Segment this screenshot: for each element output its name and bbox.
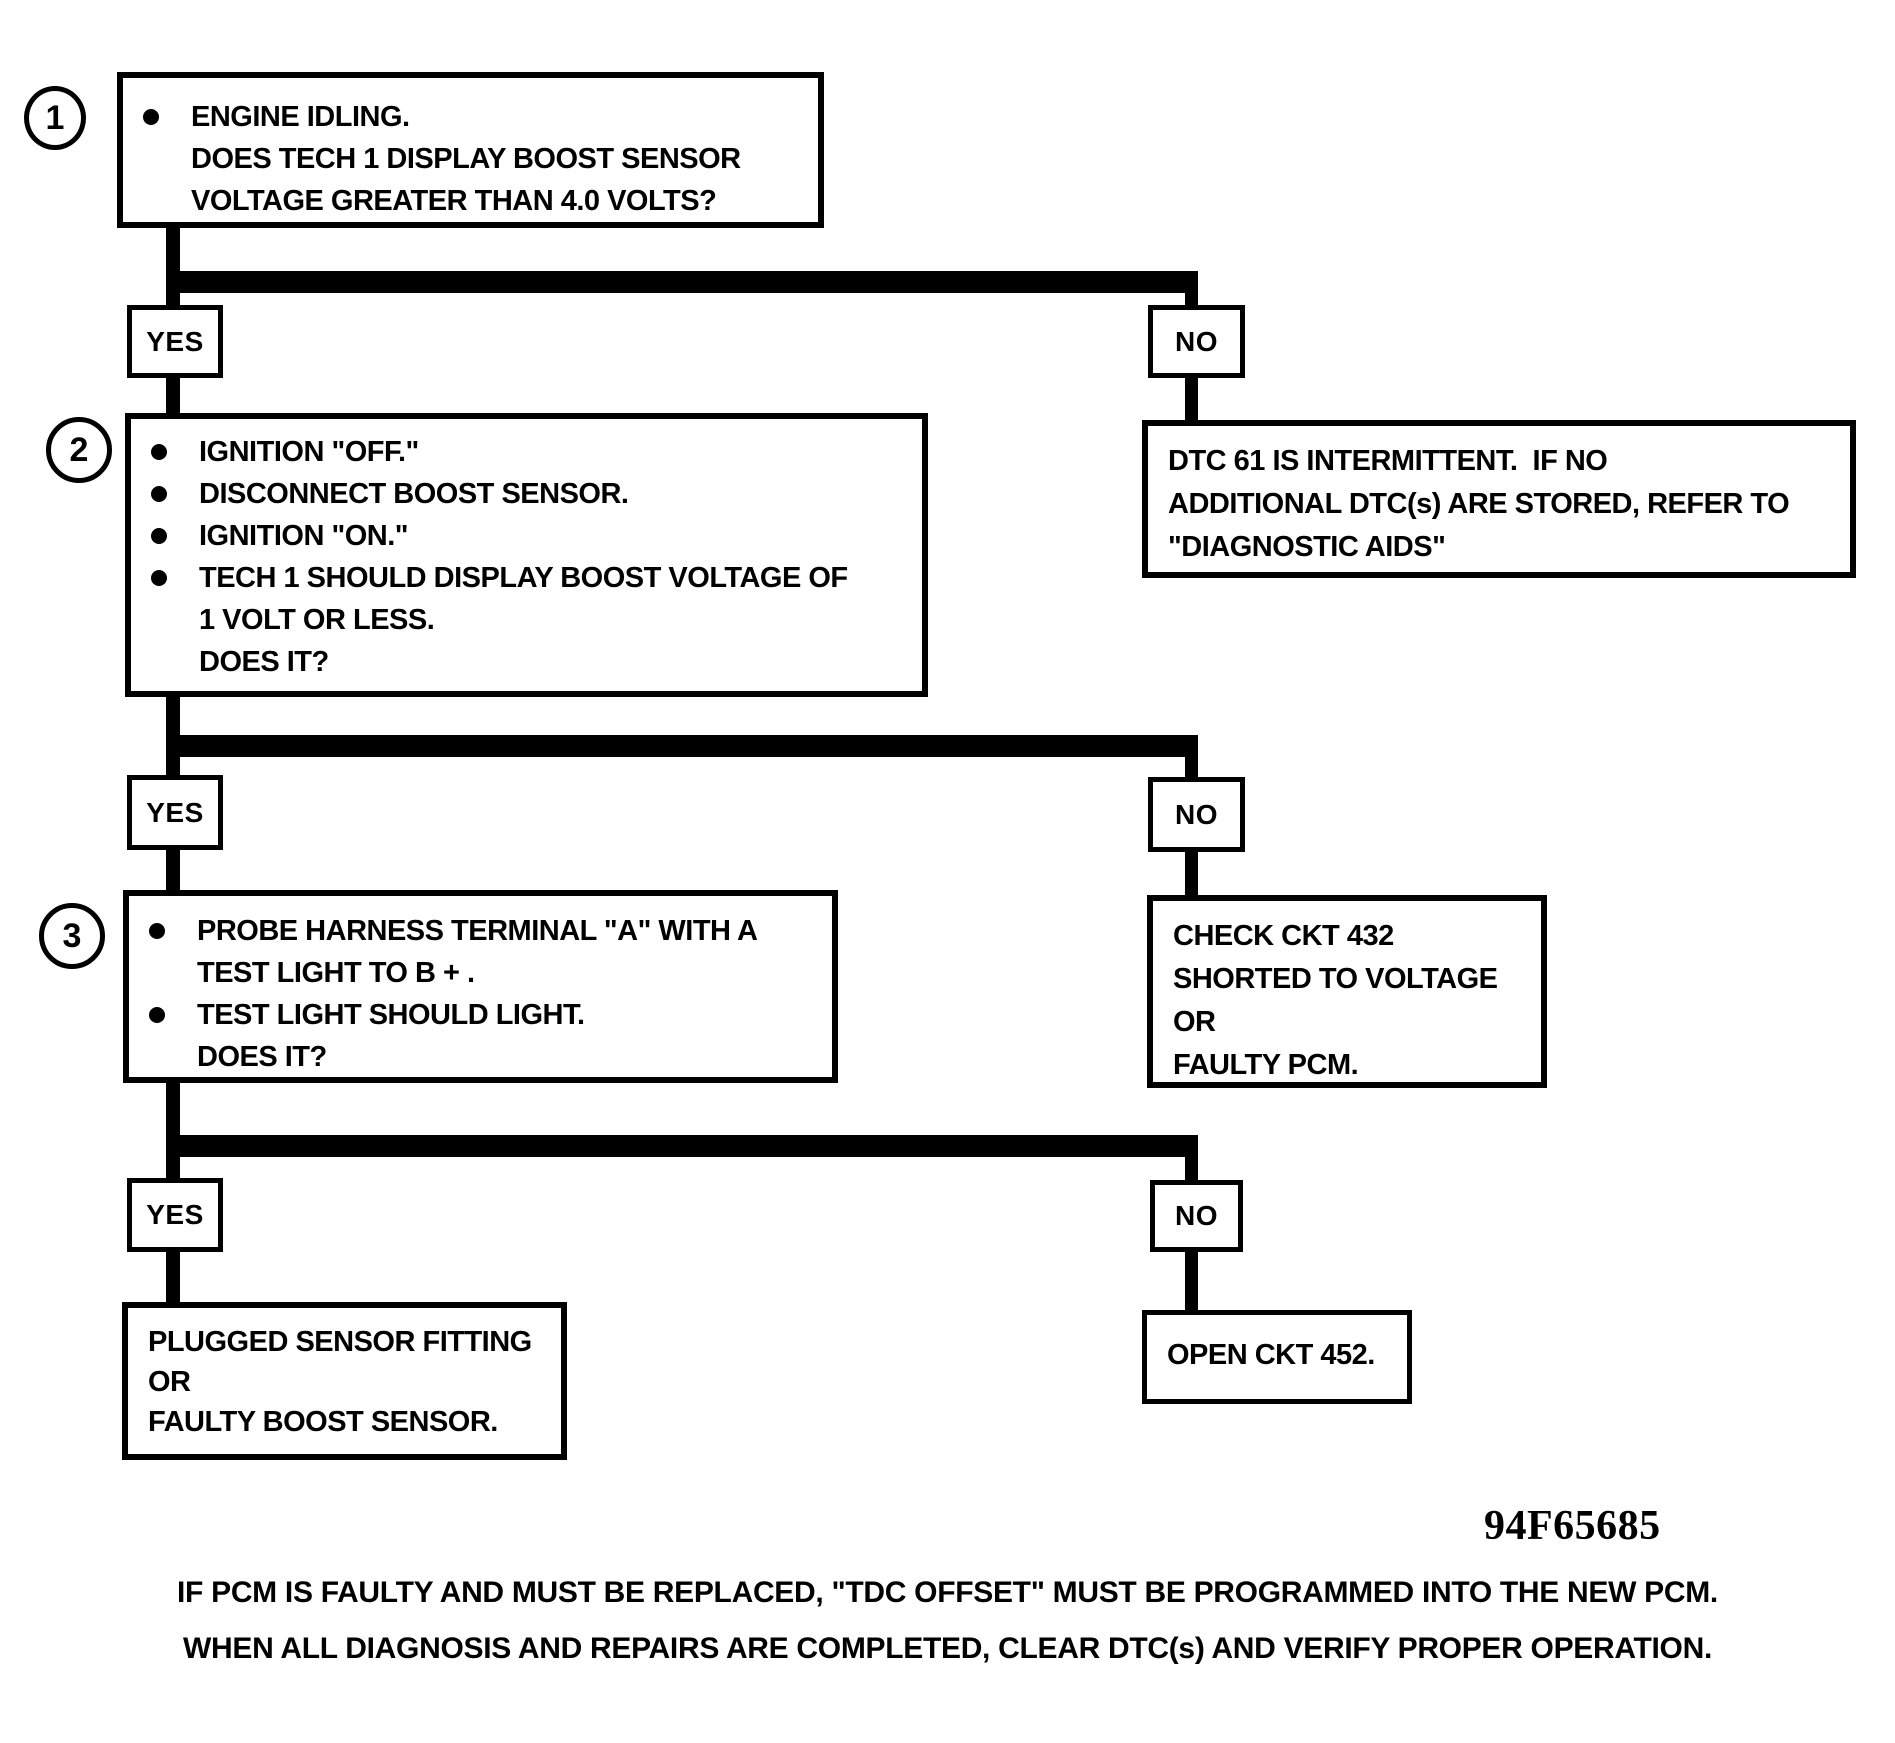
step-2-number: 2: [69, 430, 89, 469]
yes-box-1: YES: [127, 305, 223, 378]
result-box-dtc-intermittent: DTC 61 IS INTERMITTENT. IF NO ADDITIONAL…: [1142, 420, 1856, 578]
step-1-line: ENGINE IDLING.: [123, 96, 818, 138]
bullet-icon: [143, 109, 159, 125]
step-2-circle: 2: [46, 417, 112, 483]
step-3-circle: 3: [39, 903, 105, 969]
no-box-1: NO: [1148, 305, 1245, 378]
connector-no1-drop: [1185, 291, 1198, 309]
yes-box-2: YES: [127, 775, 223, 850]
connector-yes2-to-step3: [166, 848, 180, 894]
step-3-line: TEST LIGHT TO B + .: [197, 957, 475, 989]
connector-step3-trunk: [166, 1080, 180, 1180]
connector-branch-bar-3: [166, 1135, 1198, 1157]
step-3-line: DOES IT?: [197, 1041, 327, 1073]
step-1-box: ENGINE IDLING. DOES TECH 1 DISPLAY BOOST…: [117, 72, 824, 228]
no-box-3: NO: [1150, 1180, 1243, 1252]
connector-no2-drop: [1185, 755, 1198, 779]
result-box-plugged-sensor: PLUGGED SENSOR FITTING OR FAULTY BOOST S…: [122, 1302, 567, 1460]
footnote-clear-dtc: WHEN ALL DIAGNOSIS AND REPAIRS ARE COMPL…: [183, 1632, 1712, 1665]
step-2-line: IGNITION "ON.": [131, 515, 922, 557]
connector-no2-to-check432: [1185, 850, 1198, 899]
step-2-box: IGNITION "OFF." DISCONNECT BOOST SENSOR.…: [125, 413, 928, 697]
step-1-line: DOES TECH 1 DISPLAY BOOST SENSOR: [191, 143, 741, 175]
figure-code: 94F65685: [1484, 1503, 1661, 1549]
connector-no3-to-open452: [1185, 1250, 1198, 1314]
step-1-circle: 1: [24, 86, 86, 150]
step-2-line: DISCONNECT BOOST SENSOR.: [131, 473, 922, 515]
bullet-icon: [151, 570, 167, 586]
connector-step1-trunk: [166, 226, 180, 307]
bullet-icon: [149, 1007, 165, 1023]
connector-branch-bar-1: [166, 271, 1198, 293]
result-box-check-ckt-432: CHECK CKT 432 SHORTED TO VOLTAGE OR FAUL…: [1147, 895, 1547, 1088]
connector-yes3-to-plugged: [166, 1250, 180, 1306]
no-box-2: NO: [1148, 777, 1245, 852]
step-1-line: VOLTAGE GREATER THAN 4.0 VOLTS?: [191, 185, 717, 217]
step-2-line: DOES IT?: [199, 646, 329, 678]
step-3-line: PROBE HARNESS TERMINAL "A" WITH A: [129, 910, 832, 952]
connector-no1-to-dtc61: [1185, 376, 1198, 424]
connector-yes1-to-step2: [166, 376, 180, 417]
connector-branch-bar-2: [166, 735, 1198, 757]
result-box-open-ckt-452: OPEN CKT 452.: [1142, 1310, 1412, 1404]
step-2-line: 1 VOLT OR LESS.: [199, 604, 435, 636]
bullet-icon: [151, 528, 167, 544]
step-2-line: TECH 1 SHOULD DISPLAY BOOST VOLTAGE OF: [131, 557, 922, 599]
step-1-number: 1: [45, 98, 65, 137]
step-3-number: 3: [62, 916, 82, 955]
yes-box-3: YES: [127, 1178, 223, 1252]
footnote-pcm-replace: IF PCM IS FAULTY AND MUST BE REPLACED, "…: [177, 1576, 1718, 1609]
bullet-icon: [149, 923, 165, 939]
step-3-line: TEST LIGHT SHOULD LIGHT.: [129, 994, 832, 1036]
bullet-icon: [151, 444, 167, 460]
step-2-line: IGNITION "OFF.": [131, 431, 922, 473]
bullet-icon: [151, 486, 167, 502]
step-3-box: PROBE HARNESS TERMINAL "A" WITH A TEST L…: [123, 890, 838, 1083]
connector-no3-drop: [1185, 1155, 1198, 1182]
